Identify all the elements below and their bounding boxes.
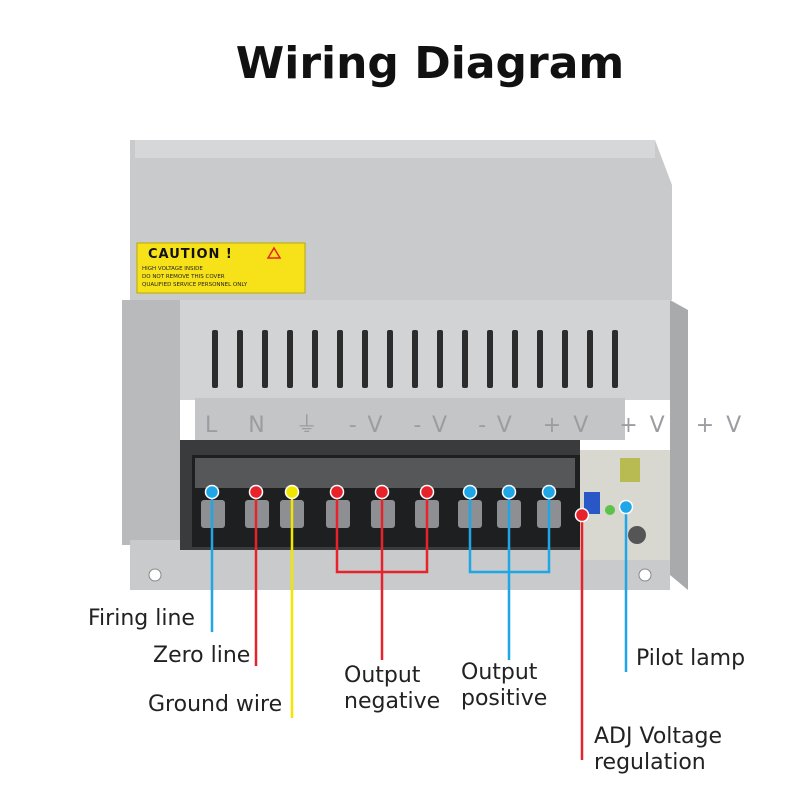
terminal-markings: L N ⏚ -V -V -V +V +V +V [205, 413, 753, 438]
label-firing-line: Firing line [88, 606, 195, 631]
dot-negative-1 [329, 484, 345, 500]
dot-ground [284, 484, 300, 500]
led-indicator [605, 505, 615, 515]
dot-pilot [618, 499, 634, 515]
dot-positive-2 [501, 484, 517, 500]
psu-front-panel [180, 300, 670, 400]
terminal-marking-strip [195, 398, 625, 440]
psu-side-plate [122, 300, 180, 545]
dot-firing [204, 484, 220, 500]
terminal-dots [204, 484, 634, 523]
caution-line-3: QUALIFIED SERVICE PERSONNEL ONLY [142, 282, 248, 288]
dot-positive-1 [462, 484, 478, 500]
label-pilot-lamp: Pilot lamp [636, 646, 746, 671]
dot-zero [248, 484, 264, 500]
caution-line-2: DO NOT REMOVE THIS COVER [142, 274, 225, 280]
label-zero-line: Zero line [153, 643, 251, 668]
caution-line-1: HIGH VOLTAGE INSIDE [142, 266, 203, 272]
dot-negative-2 [374, 484, 390, 500]
page-title: Wiring Diagram [235, 38, 625, 89]
label-adj-voltage: ADJ Voltage regulation [594, 724, 722, 775]
caution-sticker [136, 242, 306, 294]
label-output-negative: Output negative [344, 663, 441, 714]
caution-heading: CAUTION ! [148, 247, 233, 262]
dot-negative-3 [419, 484, 435, 500]
pcb-capacitor [628, 526, 646, 544]
dot-adj [574, 507, 590, 523]
output-port [620, 458, 640, 482]
vent-slots [212, 330, 618, 388]
adj-potentiometer [584, 492, 600, 514]
label-output-positive: Output positive [461, 660, 548, 711]
dot-positive-3 [541, 484, 557, 500]
label-ground-wire: Ground wire [148, 692, 283, 717]
